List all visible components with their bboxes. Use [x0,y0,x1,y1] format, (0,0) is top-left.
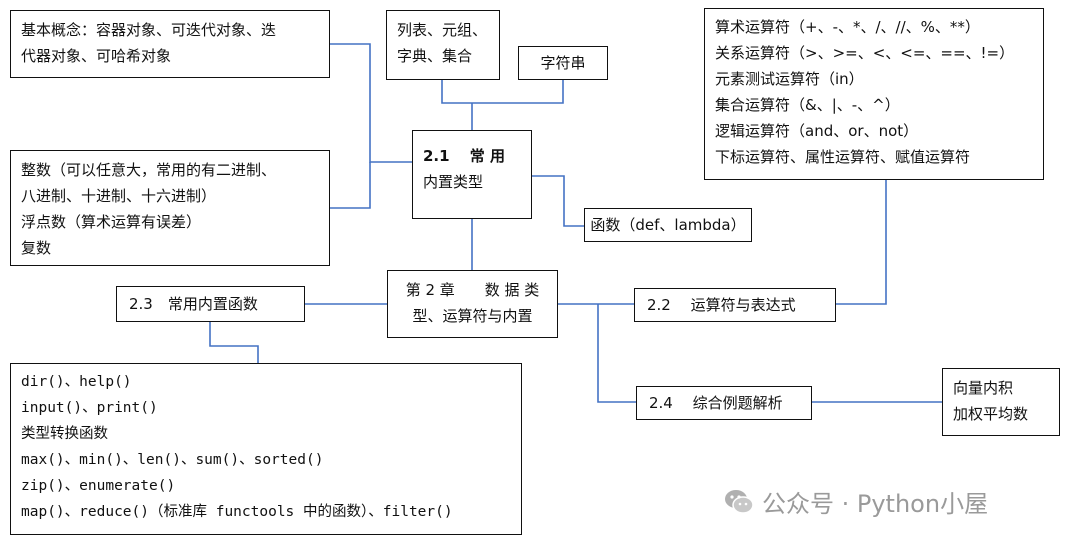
numbers-line-2: 八进制、十进制、十六进制） [21,187,217,205]
numbers-line-1: 整数（可以任意大，常用的有二进制、 [21,161,277,179]
builtin-line-3: 类型转换函数 [21,426,108,442]
operators-line-4: 集合运算符（&、|、-、^） [715,96,900,114]
section-2-4-label: 2.4 综合例题解析 [649,394,783,412]
examples-line-1: 向量内积 [953,379,1014,397]
operators-box: 算术运算符（+、-、*、/、//、%、**） 关系运算符（>、>=、<、<=、=… [704,8,1044,180]
section-2-2-box: 2.2 运算符与表达式 [634,288,836,322]
section-2-3-box: 2.3 常用内置函数 [116,286,305,322]
operators-line-3: 元素测试运算符（in） [715,70,864,88]
builtin-functions-box: dir()、help() input()、print() 类型转换函数 max(… [10,363,522,535]
chapter-box: 第 2 章 数 据 类 型、运算符与内置 [387,270,558,338]
operators-line-6: 下标运算符、属性运算符、赋值运算符 [715,148,971,166]
concepts-line-2: 代器对象、可哈希对象 [21,47,172,65]
connector-numbers [330,162,371,209]
builtin-line-1: dir()、help() [21,374,132,390]
builtin-line-4: max()、min()、len()、sum()、sorted() [21,452,324,468]
watermark: 公众号 · Python小屋 [724,484,988,519]
connector-chapter-2-4 [597,304,636,403]
section-2-3-label: 2.3 常用内置函数 [129,295,258,313]
operators-line-5: 逻辑运算符（and、or、not） [715,122,919,140]
numbers-line-4: 复数 [21,239,52,257]
watermark-text: 公众号 · Python小屋 [762,490,989,518]
string-label: 字符串 [540,54,586,72]
functions-label: 函数（def、lambda） [590,216,746,234]
connector-concepts [330,43,412,163]
functions-box: 函数（def、lambda） [584,208,752,242]
section-2-1-line-2: 内置类型 [423,173,484,191]
builtin-line-5: zip()、enumerate() [21,478,176,494]
string-box: 字符串 [518,46,608,80]
chapter-line-2: 型、运算符与内置 [412,307,533,325]
examples-box: 向量内积 加权平均数 [942,368,1060,436]
examples-line-2: 加权平均数 [953,405,1029,423]
connector-functions [532,175,584,227]
operators-line-2: 关系运算符（>、>=、<、<=、==、!=） [715,44,1015,62]
connector-operators [836,180,887,305]
chapter-line-1: 第 2 章 数 据 类 [405,281,540,299]
containers-box: 列表、元组、 字典、集合 [386,10,500,80]
section-2-1-line-1: 2.1 常 用 [423,147,506,165]
operators-line-1: 算术运算符（+、-、*、/、//、%、**） [715,18,980,36]
connector-containers [441,80,564,104]
builtin-line-6: map()、reduce()（标准库 functools 中的函数）、filte… [21,504,453,520]
wechat-icon [724,489,754,515]
section-2-1-box: 2.1 常 用 内置类型 [412,130,532,219]
numbers-box: 整数（可以任意大，常用的有二进制、 八进制、十进制、十六进制） 浮点数（算术运算… [10,150,330,266]
concepts-box: 基本概念：容器对象、可迭代对象、迭 代器对象、可哈希对象 [10,10,330,78]
builtin-line-2: input()、print() [21,400,158,416]
section-2-2-label: 2.2 运算符与表达式 [647,296,796,314]
connector-builtins [209,322,259,363]
numbers-line-3: 浮点数（算术运算有误差） [21,213,202,231]
containers-line-2: 字典、集合 [397,47,473,65]
section-2-4-box: 2.4 综合例题解析 [636,386,812,420]
containers-line-1: 列表、元组、 [397,21,488,39]
concepts-line-1: 基本概念：容器对象、可迭代对象、迭 [21,21,277,39]
